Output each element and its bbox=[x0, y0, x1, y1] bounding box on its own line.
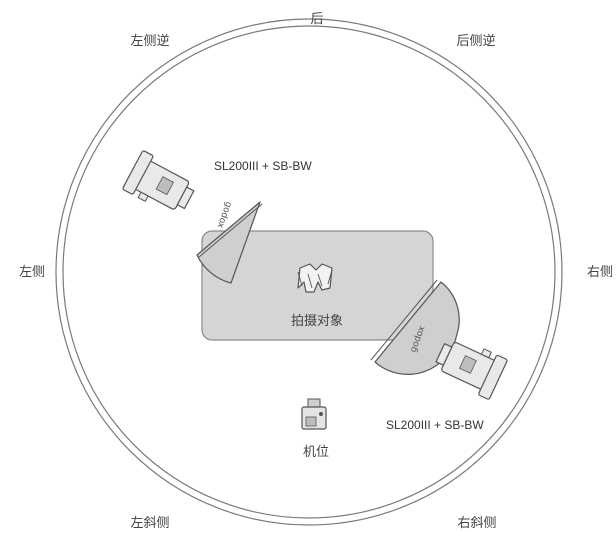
label-right-front: 右斜侧 bbox=[457, 516, 496, 531]
label-right: 右侧 bbox=[587, 265, 613, 280]
camera-icon bbox=[301, 398, 327, 430]
light-2-label: SL200III + SB-BW bbox=[386, 418, 484, 432]
light-1: godox bbox=[122, 150, 263, 284]
light-2: godox bbox=[370, 279, 508, 400]
studio-ring bbox=[55, 18, 563, 526]
light-1-label: SL200III + SB-BW bbox=[214, 159, 312, 173]
label-right-back: 后侧逆 bbox=[456, 33, 495, 49]
label-left-front: 左斜侧 bbox=[130, 516, 169, 531]
shirt-icon bbox=[297, 263, 333, 293]
label-left-back: 左侧逆 bbox=[130, 33, 169, 49]
label-back: 后 bbox=[310, 12, 323, 27]
subject-label: 拍摄对象 bbox=[291, 314, 343, 329]
led-light-icon bbox=[435, 342, 508, 400]
camera-label: 机位 bbox=[303, 445, 329, 460]
softbox-1-brand: godox bbox=[214, 200, 233, 230]
led-light-icon bbox=[122, 150, 195, 210]
label-left: 左侧 bbox=[19, 265, 45, 280]
softbox-2: godox bbox=[370, 279, 460, 375]
